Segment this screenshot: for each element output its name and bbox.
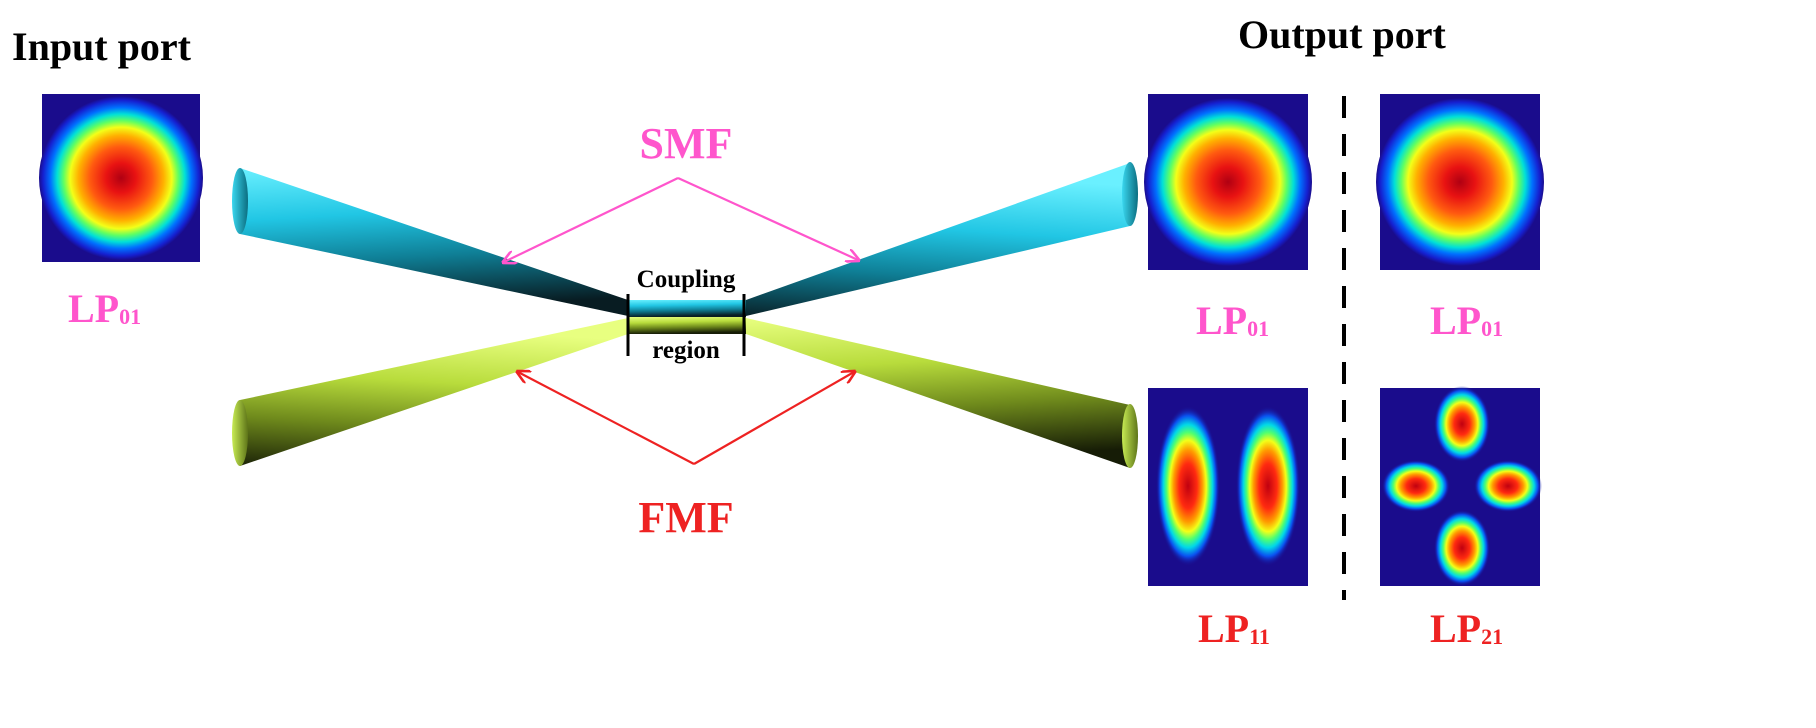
output-port-title: Output port — [1238, 12, 1446, 57]
smf-right-taper — [746, 163, 1130, 316]
coupling-label-line2: region — [652, 337, 720, 364]
output-mode-top-left-lp01 — [1144, 94, 1312, 270]
fmf-label: FMF — [638, 493, 733, 542]
output-mode-top-right-lp01 — [1376, 94, 1544, 270]
smf-arrows — [504, 176, 858, 262]
output-bottom-left-label: LP11 — [1198, 606, 1270, 651]
coupling-waist-fmf — [628, 317, 746, 334]
output-mode-bottom-left-lp11 — [1148, 388, 1308, 586]
output-bottom-right-label: LP21 — [1430, 606, 1503, 651]
coupling-label-line1: Coupling — [637, 266, 736, 293]
fmf-arrows — [518, 372, 854, 465]
smf-left-taper — [240, 168, 628, 316]
output-top-right-label: LP01 — [1430, 298, 1503, 343]
input-port-title: Input port — [12, 24, 192, 69]
output-mode-bottom-right-lp21 — [1380, 386, 1542, 586]
input-mode-label: LP01 — [68, 286, 141, 331]
smf-label: SMF — [640, 119, 733, 168]
coupling-waist-smf — [628, 300, 746, 317]
fiber-assembly — [232, 162, 1138, 468]
fmf-right-taper — [746, 318, 1130, 468]
input-mode-lp01 — [39, 94, 203, 262]
fmf-left-taper — [240, 318, 628, 466]
output-top-left-label: LP01 — [1196, 298, 1269, 343]
